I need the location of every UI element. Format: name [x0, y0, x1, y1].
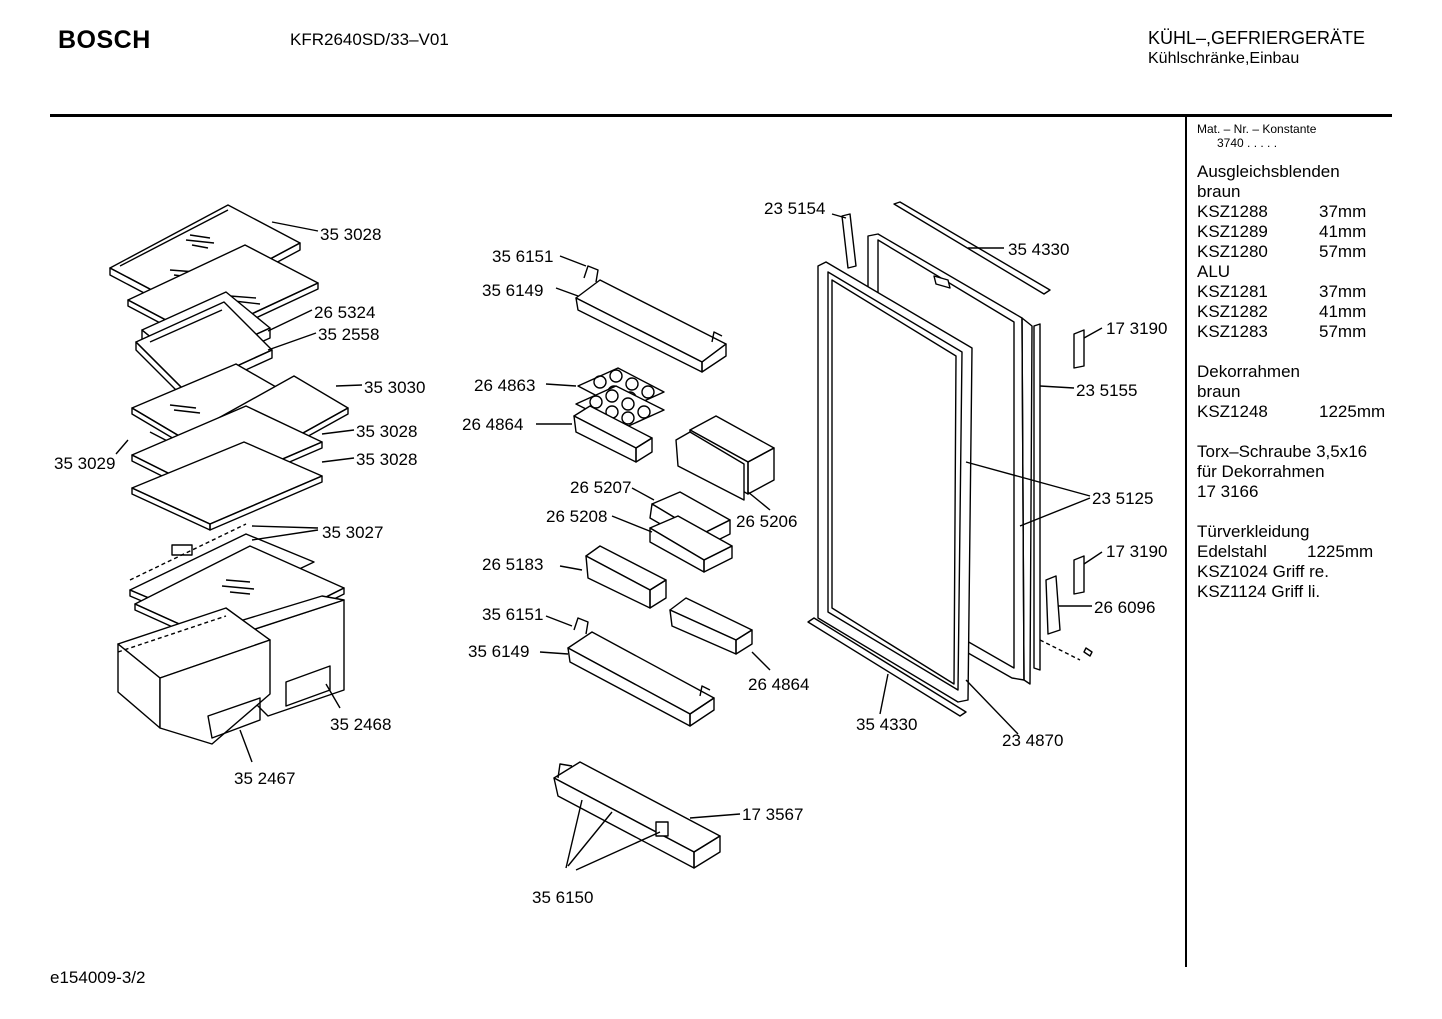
spacer-clip-lower	[1073, 555, 1085, 595]
part-label: 17 3190	[1106, 542, 1167, 561]
accessory-row: Edelstahl 1225mm	[1197, 542, 1397, 562]
part-label: 35 3028	[320, 225, 381, 244]
part-label: 26 5324	[314, 303, 375, 322]
dairy-compartment	[675, 415, 775, 501]
part-label: 17 3190	[1106, 319, 1167, 338]
section-title: Dekorrahmen	[1197, 362, 1300, 381]
part-label: 35 6150	[532, 888, 593, 907]
screw-line: für Dekorrahmen	[1197, 462, 1325, 481]
part-label: 17 3567	[742, 805, 803, 824]
accessory-size: 1225mm	[1307, 542, 1374, 561]
screw-line: Torx–Schraube 3,5x16	[1197, 442, 1368, 461]
accessory-row: KSZ1288 37mm	[1197, 202, 1397, 222]
part-label: 35 2467	[234, 769, 295, 788]
group-name: braun	[1197, 382, 1241, 401]
door-bin-middle	[567, 617, 715, 727]
screw-line: 17 3166	[1197, 482, 1259, 501]
sidebar-divider	[1185, 117, 1187, 967]
part-label: 26 5206	[736, 512, 797, 531]
accessory-code: KSZ1288	[1197, 202, 1268, 221]
accessory-size: 41mm	[1319, 222, 1367, 241]
door-hinge-bracket	[1039, 575, 1093, 661]
category-title: KÜHL–,GEFRIERGERÄTE	[1148, 28, 1366, 48]
brand-logo: BOSCH	[58, 26, 151, 54]
accessory-code: KSZ1289	[1197, 222, 1268, 241]
part-label: 26 4863	[474, 376, 535, 395]
part-label: 35 3028	[356, 450, 417, 469]
accessory-code: KSZ1248	[1197, 402, 1268, 421]
accessory-code: KSZ1281	[1197, 282, 1268, 301]
part-label: 23 5154	[764, 199, 825, 218]
accessory-size: 37mm	[1319, 282, 1367, 301]
spacer-clip-upper	[1073, 329, 1085, 369]
mat-label: Mat. – Nr. – Konstante	[1197, 122, 1317, 136]
side-bin-left	[585, 545, 667, 609]
accessory-code: Edelstahl	[1197, 542, 1267, 561]
accessory-size: 57mm	[1319, 322, 1367, 341]
part-label: 35 6149	[468, 642, 529, 661]
accessory-code: KSZ1283	[1197, 322, 1268, 341]
door-bin-bottom	[553, 761, 721, 869]
part-label: 35 6149	[482, 281, 543, 300]
part-label: 26 5183	[482, 555, 543, 574]
section-title: Ausgleichsblenden	[1197, 162, 1340, 181]
group-name: ALU	[1197, 262, 1231, 281]
part-label: 23 5155	[1076, 381, 1137, 400]
accessory-size: 37mm	[1319, 202, 1367, 221]
part-label: 26 4864	[462, 415, 523, 434]
side-trim	[1033, 323, 1041, 671]
door-gasket	[817, 261, 973, 703]
part-label: 35 4330	[1008, 240, 1069, 259]
accessory-code: KSZ1282	[1197, 302, 1268, 321]
accessory-size: 57mm	[1319, 242, 1367, 261]
part-label: 35 3027	[322, 523, 383, 542]
part-label: 35 6151	[482, 605, 543, 624]
part-label: 35 6151	[492, 247, 553, 266]
part-label: 35 2468	[330, 715, 391, 734]
part-label: 26 6096	[1094, 598, 1155, 617]
crisper-drawer-right	[229, 595, 345, 717]
accessory-size: 41mm	[1319, 302, 1367, 321]
header-divider	[50, 114, 1392, 117]
part-label: 35 3028	[356, 422, 417, 441]
accessory-row: KSZ1281 37mm	[1197, 282, 1397, 302]
crisper-drawer-left	[117, 607, 271, 745]
egg-holder-box	[573, 405, 653, 463]
accessory-row: KSZ1282 41mm	[1197, 302, 1397, 322]
part-label: 23 5125	[1092, 489, 1153, 508]
door-line: KSZ1124 Griff li.	[1197, 582, 1321, 601]
accessory-sidebar: Mat. – Nr. – Konstante 3740 . . . . . Au…	[1197, 122, 1397, 602]
part-label: 35 4330	[856, 715, 917, 734]
glass-shelf-4	[131, 441, 323, 531]
mat-value: 3740 . . . . .	[1217, 136, 1278, 150]
shelf-tray	[135, 291, 273, 399]
accessory-row: KSZ1289 41mm	[1197, 222, 1397, 242]
part-label: 35 3030	[364, 378, 425, 397]
part-label: 26 5207	[570, 478, 631, 497]
accessory-row: KSZ1248 1225mm	[1197, 402, 1397, 422]
part-label: 35 3029	[54, 454, 115, 473]
small-bin-upper	[649, 491, 733, 573]
accessory-code: KSZ1280	[1197, 242, 1268, 261]
accessory-row: KSZ1283 57mm	[1197, 322, 1397, 342]
accessory-row: KSZ1280 57mm	[1197, 242, 1397, 262]
door-line: KSZ1024 Griff re.	[1197, 562, 1329, 581]
accessory-size: 1225mm	[1319, 402, 1386, 421]
part-label: 35 2558	[318, 325, 379, 344]
part-label: 26 5208	[546, 507, 607, 526]
section-title: Türverkleidung	[1197, 522, 1310, 541]
footer-code: e154009-3/2	[50, 968, 146, 987]
part-label: 23 4870	[1002, 731, 1063, 750]
small-bin-lower	[669, 597, 753, 655]
model-number: KFR2640SD/33–V01	[290, 30, 449, 49]
part-label: 26 4864	[748, 675, 809, 694]
leader-lines	[115, 213, 1103, 871]
category-subtitle: Kühlschränke,Einbau	[1148, 50, 1300, 67]
group-name: braun	[1197, 182, 1241, 201]
door-bin-top	[575, 265, 727, 373]
